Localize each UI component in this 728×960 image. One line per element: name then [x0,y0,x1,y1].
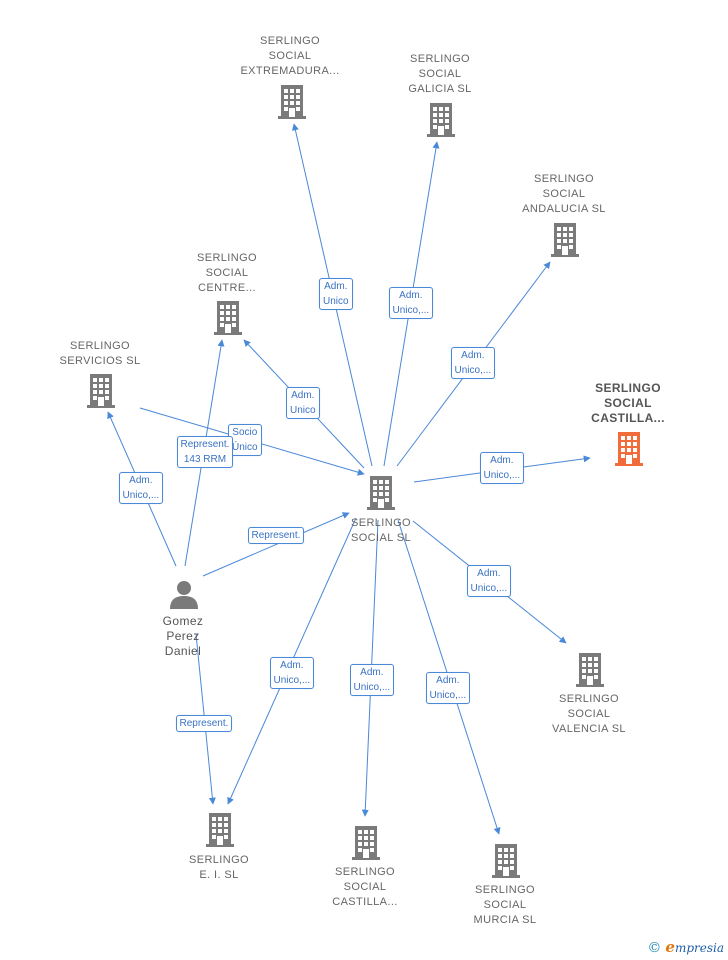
edge-label[interactable]: Adm. Unico,... [479,452,525,484]
brand-initial: e [665,938,675,956]
building-icon[interactable] [367,476,395,510]
edge-label[interactable]: Adm. Unico [319,278,353,310]
node-label-servicios[interactable]: SERLINGO SERVICIOS SL [59,340,141,367]
edge-label[interactable]: Adm. Unico,... [269,657,315,689]
node-label-castilla_bottom[interactable]: SERLINGO SOCIAL CASTILLA... [332,866,398,908]
copyright-icon: © [647,940,662,956]
edge-label[interactable]: Adm. Unico,... [118,472,164,504]
edge-label[interactable]: Represent. [175,714,233,732]
brand-name: mpresia [674,941,724,955]
building-icon[interactable] [551,223,579,257]
building-icon[interactable] [427,103,455,137]
edge-label[interactable]: Socio Único [228,424,262,456]
building-icon[interactable] [87,374,115,408]
building-icon[interactable] [278,85,306,119]
building-icon[interactable] [576,653,604,687]
edge-label[interactable]: Adm. Unico,... [425,672,471,704]
empresia-logo[interactable]: ©empresia [647,938,724,956]
edge-label[interactable]: Adm. Unico,... [450,347,496,379]
node-label-galicia[interactable]: SERLINGO SOCIAL GALICIA SL [408,53,472,95]
edge-label[interactable]: Adm. Unico,... [466,565,512,597]
edge-label[interactable]: Adm. Unico,... [349,664,395,696]
edge-label[interactable]: Adm. Unico,... [388,287,434,319]
node-label-andalucia[interactable]: SERLINGO SOCIAL ANDALUCIA SL [522,173,606,215]
building-icon[interactable] [492,844,520,878]
edge-person-to-center [202,512,350,577]
edge-label[interactable]: Represent. 143 RRM [176,436,234,468]
building-icon[interactable] [206,813,234,847]
node-label-centre[interactable]: SERLINGO SOCIAL CENTRE... [196,252,258,294]
node-label-person[interactable]: Gomez Perez Daniel [162,614,204,658]
building-icon[interactable] [352,826,380,860]
node-label-extremadura[interactable]: SERLINGO SOCIAL EXTREMADURA... [240,35,340,77]
edge-label[interactable]: Adm. Unico [286,387,320,419]
node-label-ei[interactable]: SERLINGO E. I. SL [188,854,250,881]
person-icon[interactable] [170,581,198,609]
building-icon[interactable] [214,301,242,335]
node-label-murcia[interactable]: SERLINGO SOCIAL MURCIA SL [473,884,537,926]
edge-label[interactable]: Represent. [247,526,305,544]
node-label-valencia[interactable]: SERLINGO SOCIAL VALENCIA SL [552,693,626,735]
node-label-center[interactable]: SERLINGO SOCIAL SL [350,517,412,544]
node-label-castilla_top[interactable]: SERLINGO SOCIAL CASTILLA... [591,381,665,425]
building-icon[interactable] [615,432,643,466]
